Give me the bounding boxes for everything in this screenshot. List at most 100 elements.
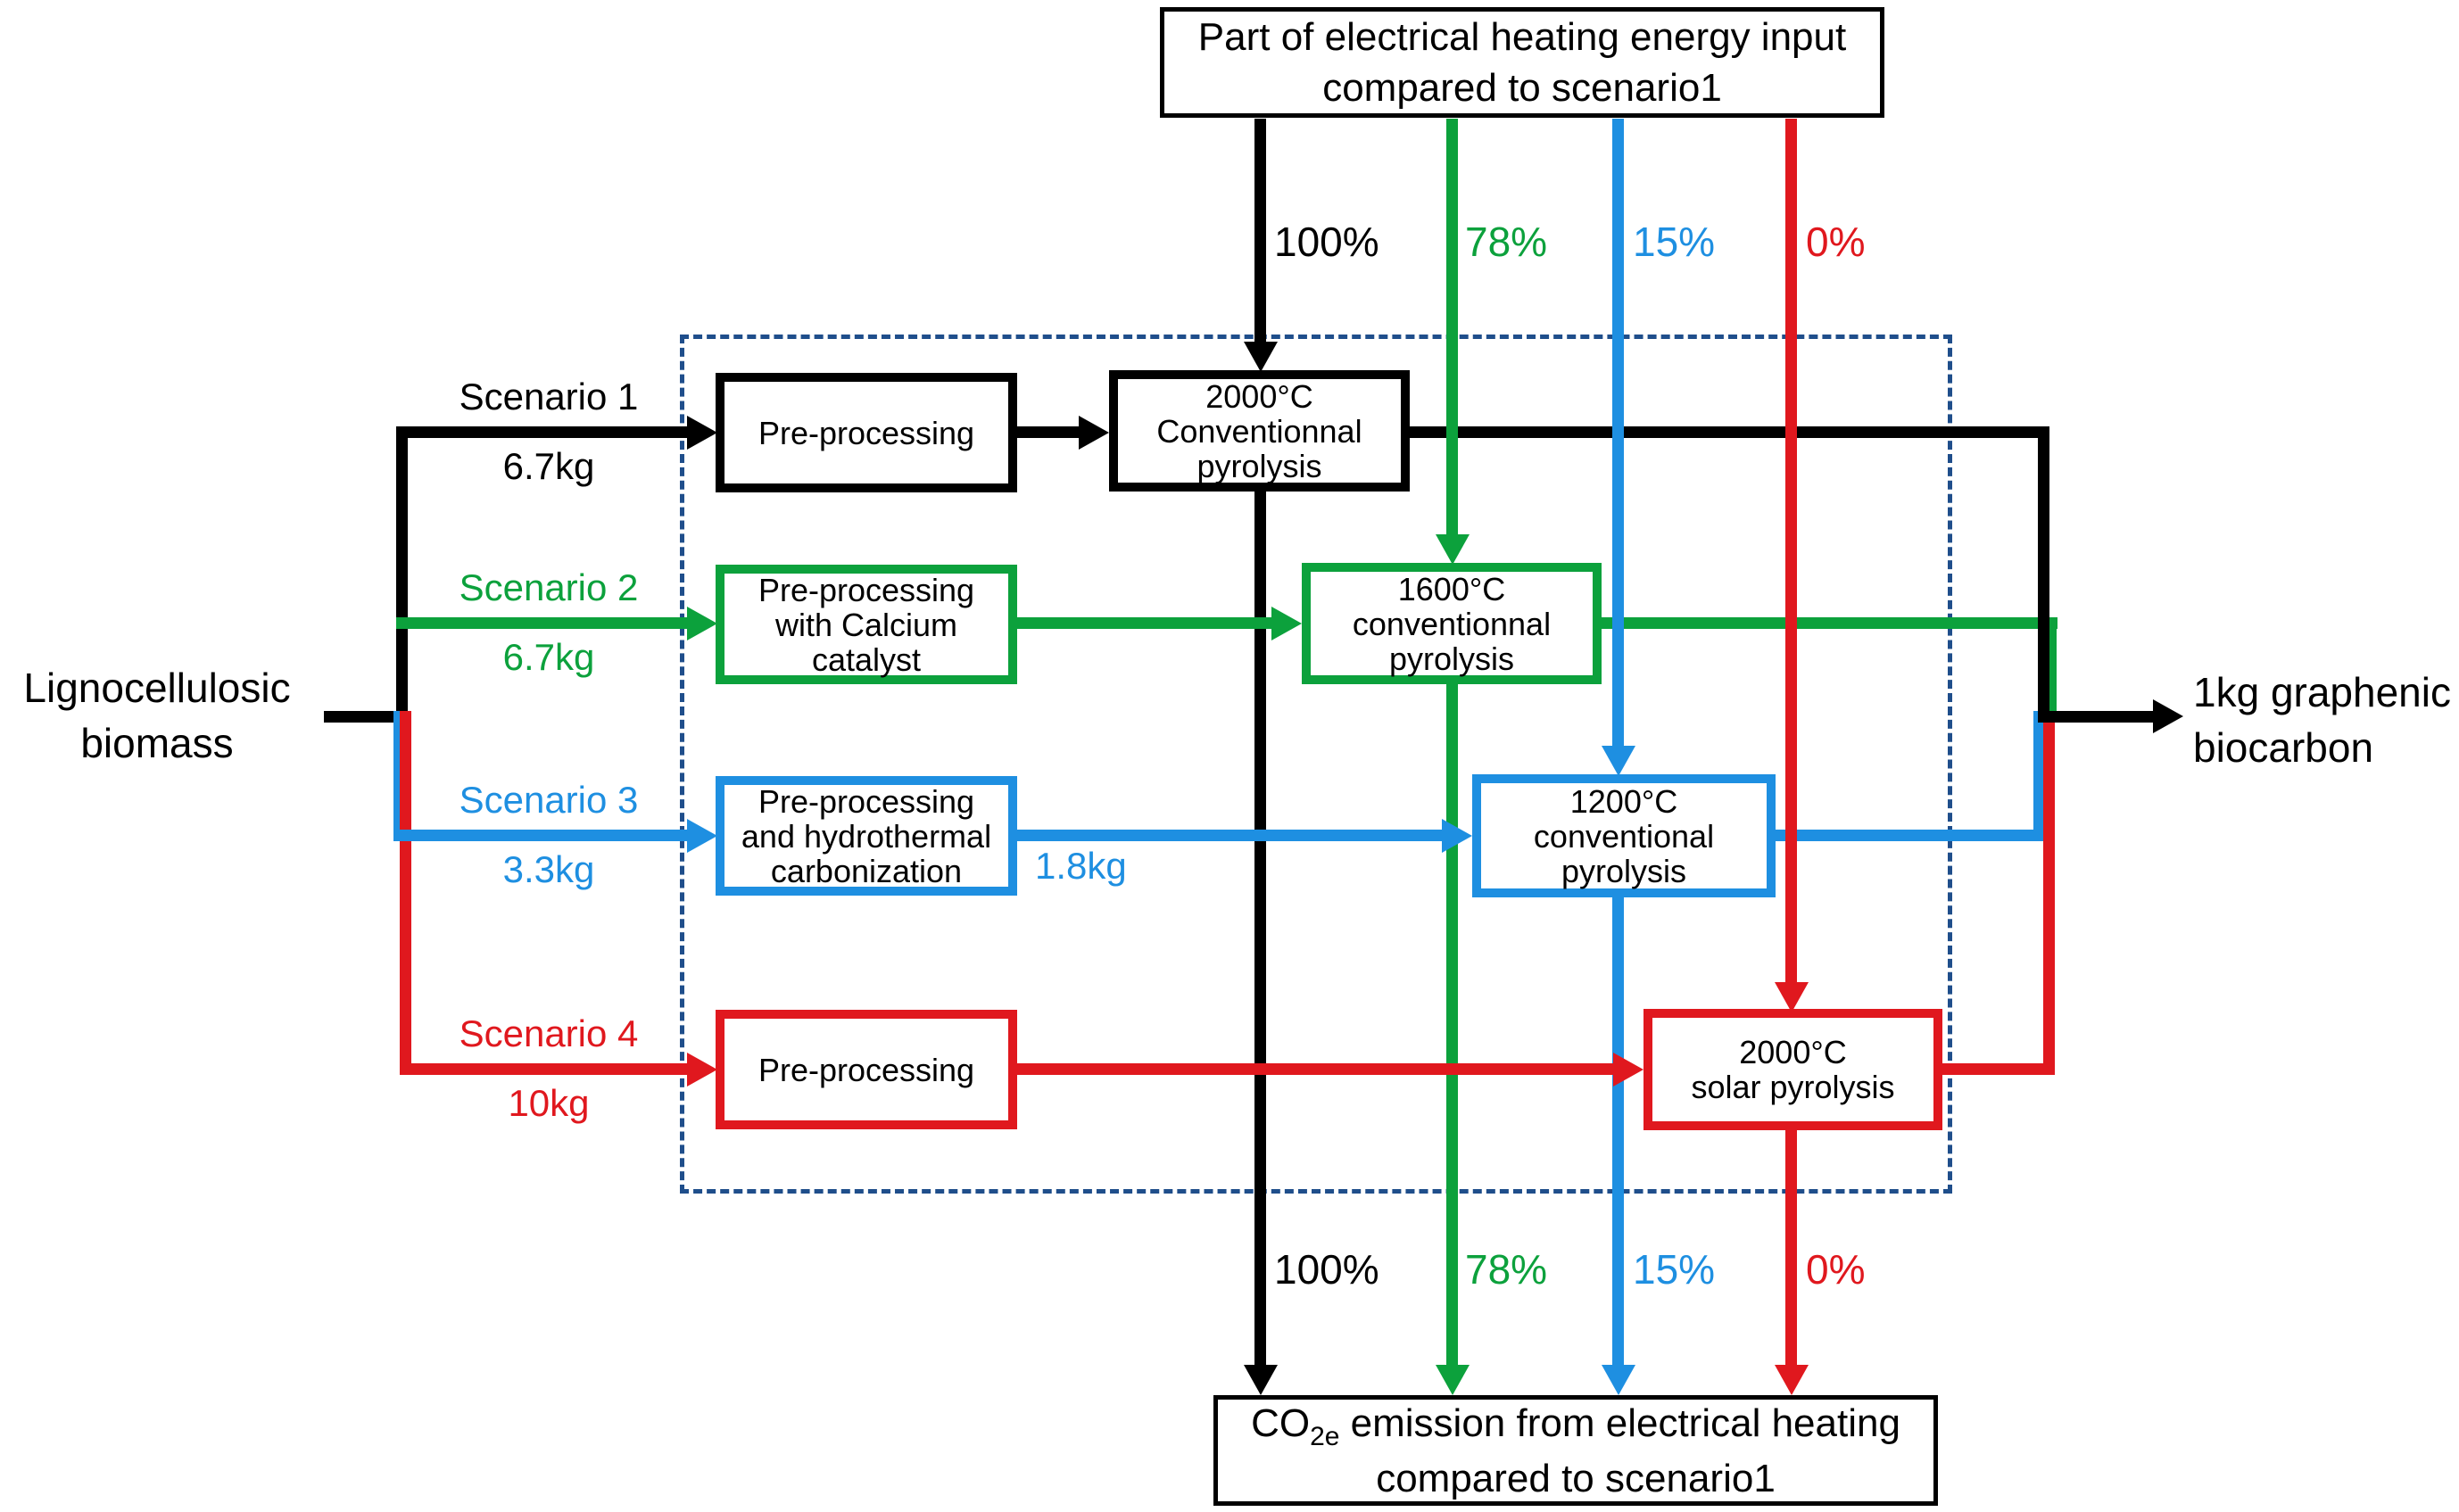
- energy-input-line1: Part of electrical heating energy input: [1197, 15, 1847, 59]
- scenario1-pyrolysis-line1: 2000°C: [1205, 377, 1313, 415]
- scenario1-preprocessing-box: Pre-processing: [716, 373, 1017, 492]
- scenario1-pyrolysis-box: 2000°C Conventionnal pyrolysis: [1109, 370, 1410, 492]
- emission-share-scenario2: 78%: [1465, 1246, 1548, 1293]
- scenario3-process-arrowhead: [1442, 819, 1472, 853]
- scenario3-preprocessing-box: Pre-processing and hydrothermal carboniz…: [716, 776, 1017, 896]
- energy-input-line2: compared to scenario1: [1322, 66, 1722, 110]
- emission-share-scenario1: 100%: [1274, 1246, 1379, 1293]
- source-label: Lignocellulosic biomass: [0, 660, 314, 771]
- emission-arrowhead-black: [1244, 1365, 1278, 1395]
- scenario2-preprocessing-box: Pre-processing with Calcium catalyst: [716, 565, 1017, 684]
- scenario2-output-line: [1602, 617, 2057, 629]
- scenario3-input-arrowhead: [687, 819, 717, 853]
- emission-box: CO2e emission from electrical heating co…: [1213, 1395, 1938, 1506]
- collector-black-vertical: [2038, 426, 2049, 723]
- scenario3-input-line: [393, 830, 687, 841]
- emission-arrowhead-green: [1436, 1365, 1470, 1395]
- energy-input-box: Part of electrical heating energy input …: [1160, 7, 1884, 118]
- emission-line-black-lower: [1254, 491, 1266, 1367]
- source-label-line1: Lignocellulosic: [23, 665, 291, 711]
- emission-line-blue-lower: [1612, 896, 1624, 1367]
- scenario4-pyrolysis-box: 2000°C solar pyrolysis: [1643, 1009, 1942, 1130]
- energy-arrowhead-green-upper: [1436, 534, 1470, 565]
- emission-line1-rest: emission from electrical heating: [1339, 1400, 1900, 1445]
- energy-line-black-upper: [1254, 119, 1266, 342]
- scenario3-pyrolysis-line3: pyrolysis: [1561, 852, 1687, 889]
- scenario2-pyrolysis-line2: conventionnal: [1352, 605, 1552, 642]
- energy-line-green-upper: [1446, 119, 1458, 534]
- trunk-red-vertical: [400, 711, 411, 1075]
- scenario2-preprocessing-line3: catalyst: [811, 640, 922, 678]
- emission-line-red-lower: [1785, 1128, 1797, 1367]
- system-boundary-dashed-box: [680, 335, 1952, 1194]
- scenario1-pyrolysis-line3: pyrolysis: [1196, 447, 1322, 484]
- scenario1-preprocessing-text: Pre-processing: [758, 414, 975, 451]
- product-label: 1kg graphenic biocarbon: [2193, 665, 2459, 775]
- energy-share-top-scenario3: 15%: [1633, 219, 1716, 265]
- energy-arrowhead-blue-upper: [1602, 746, 1635, 776]
- scenario4-preprocessing-box: Pre-processing: [716, 1010, 1017, 1129]
- scenario1-process-arrowhead: [1079, 416, 1109, 450]
- emission-arrowhead-red: [1775, 1365, 1809, 1395]
- emission-share-scenario4: 0%: [1806, 1246, 1866, 1293]
- scenario3-pyrolysis-line2: conventional: [1533, 817, 1715, 855]
- energy-share-top-scenario1: 100%: [1274, 219, 1379, 265]
- scenario2-process-arrow-line: [1017, 617, 1273, 629]
- source-connector-line: [324, 711, 408, 723]
- energy-arrowhead-red-upper: [1775, 982, 1809, 1012]
- scenario2-input-arrowhead: [687, 607, 717, 640]
- scenario2-pyrolysis-line3: pyrolysis: [1388, 640, 1515, 677]
- energy-line-red-upper: [1785, 119, 1797, 982]
- scenario4-pyrolysis-line2: solar pyrolysis: [1691, 1069, 1895, 1105]
- energy-share-top-scenario2: 78%: [1465, 219, 1548, 265]
- scenario2-input-line: [396, 617, 687, 629]
- scenario2-mass-label: 6.7kg: [502, 636, 595, 678]
- emission-line-green-lower: [1446, 683, 1458, 1367]
- energy-arrowhead-black-upper: [1244, 342, 1278, 372]
- scenario4-pyrolysis-line1: 2000°C: [1739, 1034, 1847, 1070]
- scenario2-preprocessing-line2: with Calcium: [774, 606, 958, 643]
- scenario3-process-arrow-line: [1017, 830, 1444, 841]
- scenario4-preprocessing-text: Pre-processing: [758, 1051, 975, 1088]
- scenario4-mass-label: 10kg: [508, 1082, 590, 1124]
- scenario2-label: Scenario 2: [459, 566, 639, 608]
- scenario1-label: Scenario 1: [459, 376, 639, 417]
- scenario1-input-arrowhead: [687, 416, 717, 450]
- energy-line-blue-upper: [1612, 119, 1624, 746]
- scenario1-mass-label: 6.7kg: [502, 445, 595, 487]
- collector-blue-vertical: [2033, 711, 2044, 841]
- scenario1-pyrolysis-line2: Conventionnal: [1156, 412, 1362, 450]
- product-label-line1: 1kg graphenic: [2193, 669, 2451, 715]
- scenario3-output-line: [1776, 830, 2045, 841]
- scenario3-pyrolysis-box: 1200°C conventional pyrolysis: [1472, 774, 1776, 897]
- scenario4-input-line: [400, 1063, 687, 1075]
- scenario3-intermediate-mass-label: 1.8kg: [1035, 845, 1127, 887]
- collector-red-vertical: [2043, 711, 2055, 1075]
- scenario4-process-arrowhead: [1613, 1053, 1643, 1086]
- scenario1-input-line: [396, 426, 687, 438]
- scenario4-process-arrow-line: [1017, 1063, 1615, 1075]
- emission-line2: compared to scenario1: [1376, 1456, 1776, 1500]
- scenario4-label: Scenario 4: [459, 1012, 639, 1054]
- product-label-line2: biocarbon: [2193, 724, 2374, 771]
- emission-line1: CO2e emission from electrical heating: [1251, 1398, 1900, 1453]
- scenario2-pyrolysis-box: 1600°C conventionnal pyrolysis: [1302, 563, 1602, 684]
- scenario2-process-arrowhead: [1271, 607, 1302, 640]
- scenario2-pyrolysis-line1: 1600°C: [1397, 570, 1506, 607]
- scenario3-preprocessing-line3: carbonization: [770, 852, 963, 889]
- scenario1-output-line: [1410, 426, 2049, 438]
- emission-share-scenario3: 15%: [1633, 1246, 1716, 1293]
- scenario3-pyrolysis-line1: 1200°C: [1569, 782, 1678, 820]
- scenario3-preprocessing-line2: and hydrothermal: [741, 817, 992, 855]
- emission-co: CO: [1251, 1400, 1311, 1445]
- scenario1-process-arrow-line: [1017, 426, 1080, 438]
- scenario3-label: Scenario 3: [459, 779, 639, 821]
- energy-share-top-scenario4: 0%: [1806, 219, 1866, 265]
- emission-co-subscript: 2e: [1310, 1421, 1340, 1451]
- emission-arrowhead-blue: [1602, 1365, 1635, 1395]
- product-output-line: [2038, 711, 2153, 723]
- source-label-line2: biomass: [80, 720, 234, 766]
- product-output-arrowhead: [2153, 699, 2183, 733]
- scenario3-preprocessing-line1: Pre-processing: [758, 782, 975, 820]
